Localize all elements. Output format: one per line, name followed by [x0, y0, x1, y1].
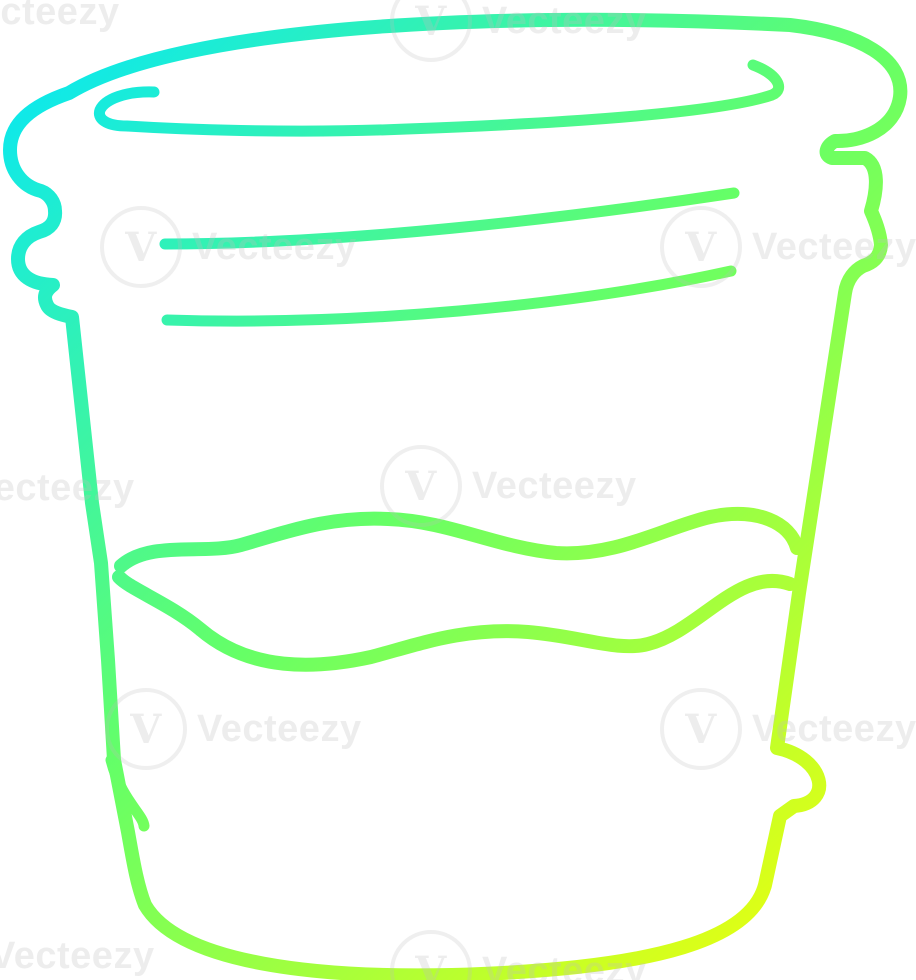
liquid-surface-bottom	[112, 570, 797, 672]
lower-band	[105, 754, 150, 832]
liquid-surface-top	[114, 507, 804, 573]
inner-rim	[93, 59, 784, 137]
rim-line-2	[161, 265, 737, 327]
cup-outline	[3, 12, 908, 980]
rim-line-1	[159, 187, 740, 250]
